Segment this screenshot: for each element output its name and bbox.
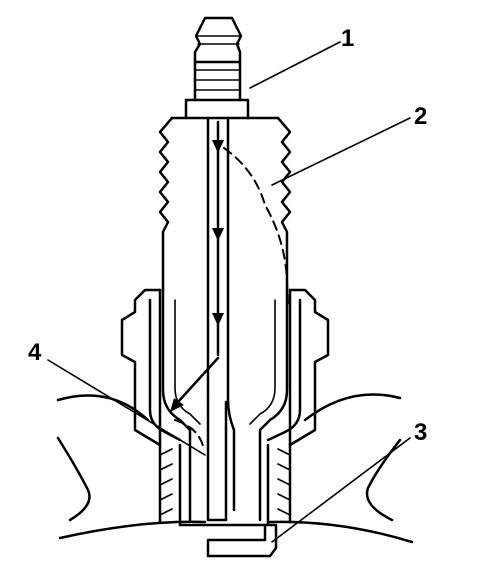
callout-leader-1 xyxy=(249,41,341,89)
callout-labels: 1 2 3 4 xyxy=(28,25,427,446)
arrow-down-icon xyxy=(212,313,224,326)
threaded-shell xyxy=(158,443,292,527)
arrow-icon xyxy=(170,398,184,412)
callout-label-2: 2 xyxy=(414,103,427,130)
terminal xyxy=(184,16,250,120)
arrow-down-icon xyxy=(212,228,224,241)
heat-flow-path xyxy=(174,147,289,451)
callout-leader-2 xyxy=(271,117,411,186)
callout-label-4: 4 xyxy=(28,339,42,366)
center-electrode xyxy=(206,116,236,522)
arrow-down-icon xyxy=(212,140,224,153)
callout-leader-4 xyxy=(47,359,206,456)
ground-electrode xyxy=(206,523,278,558)
current-flow-arrows xyxy=(170,120,224,412)
callout-label-1: 1 xyxy=(341,25,354,52)
callout-leaders xyxy=(47,41,411,543)
callout-label-3: 3 xyxy=(414,419,427,446)
callout-leader-3 xyxy=(271,437,411,543)
hex-shell xyxy=(120,288,330,447)
ceramic-insulator xyxy=(158,116,292,522)
